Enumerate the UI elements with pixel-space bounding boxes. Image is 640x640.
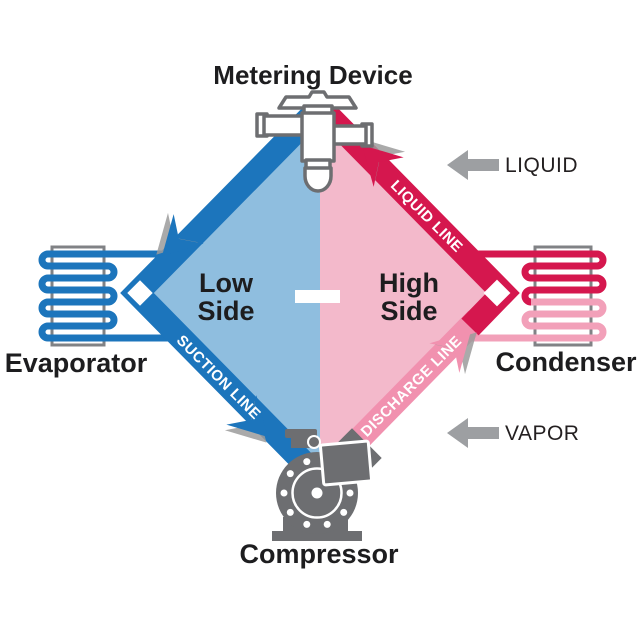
svg-text:Low: Low: [199, 268, 254, 298]
svg-text:Side: Side: [197, 296, 254, 326]
discharge-arrow-icon: [429, 331, 477, 375]
condenser-label: Condenser: [495, 347, 637, 377]
liquid-state-label: LIQUID: [505, 154, 578, 177]
metering-device-label: Metering Device: [213, 60, 412, 90]
metering-device-icon: [255, 90, 374, 193]
evaporator-label: Evaporator: [5, 348, 148, 378]
suction-arrow-icon: [224, 395, 268, 443]
to-evaporator-arrow-icon: [156, 212, 204, 256]
low-side-label: Low Side: [197, 268, 254, 326]
compressor-label: Compressor: [239, 539, 399, 569]
evaporator-corner-diamond: [127, 280, 153, 306]
svg-text:Side: Side: [380, 296, 437, 326]
condenser-tube-cool: [462, 298, 607, 342]
vapor-flow-arrow-icon: [447, 418, 499, 448]
condenser-tube-hot: [468, 250, 607, 306]
condenser-coil: [462, 245, 607, 347]
evaporator-coil: [38, 245, 184, 347]
low-side-fill: [137, 107, 320, 479]
compressor-icon: [272, 428, 382, 541]
liquid-state-indicator: LIQUID: [447, 150, 578, 180]
evaporator-frame: [50, 245, 106, 347]
high-side-fill: [320, 107, 503, 479]
side-divider-dash: [295, 290, 340, 303]
vapor-state-label: VAPOR: [505, 422, 579, 445]
svg-text:High: High: [379, 268, 439, 298]
vapor-state-indicator: VAPOR: [447, 418, 579, 448]
liquid-flow-arrow-icon: [447, 150, 499, 180]
evaporator-tube: [38, 250, 184, 342]
high-side-label: High Side: [379, 268, 439, 326]
liquid-arrow-icon: [362, 139, 406, 187]
condenser-frame: [533, 245, 593, 347]
